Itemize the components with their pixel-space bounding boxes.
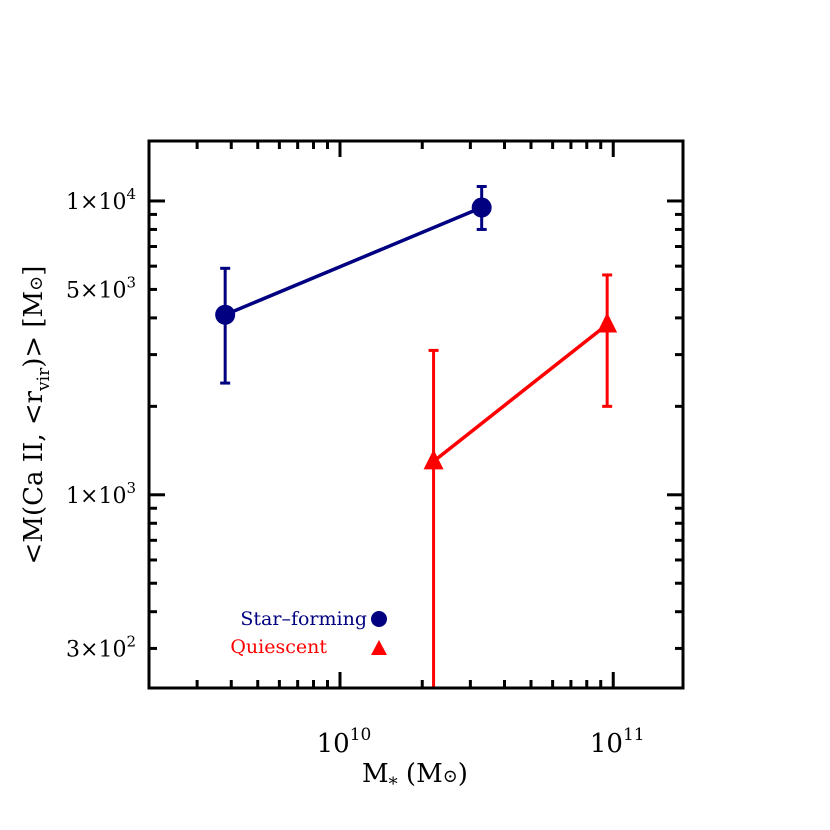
legend-label-quiescent: Quiescent <box>230 636 327 658</box>
series-star-forming <box>215 185 492 385</box>
data-point <box>597 312 618 333</box>
y-tick-label: 1×103 <box>66 479 136 509</box>
data-point <box>215 304 236 325</box>
series-quiescent <box>423 273 618 688</box>
legend-label-star-forming: Star–forming <box>240 608 367 630</box>
plot-frame <box>147 139 685 690</box>
legend-marker-triangle <box>371 640 387 655</box>
y-tick-labels: 1×104 5×103 1×103 3×102 <box>66 185 136 662</box>
x-tick-label: 1010 <box>317 725 372 759</box>
series-line <box>432 323 609 463</box>
legend: Star–forming Quiescent <box>230 608 387 658</box>
data-point <box>423 449 444 470</box>
legend-marker-circle <box>371 611 387 627</box>
x-axis-title: M* (M⊙) <box>362 759 468 795</box>
series-layer <box>215 185 618 688</box>
tick-marks <box>149 141 683 688</box>
data-point <box>471 197 492 218</box>
y-tick-label: 1×104 <box>66 185 136 215</box>
series-line <box>224 205 483 317</box>
y-tick-label: 5×103 <box>66 273 136 303</box>
y-tick-label: 3×102 <box>66 632 136 662</box>
x-tick-labels: 1010 1011 <box>317 725 645 759</box>
x-tick-label: 1011 <box>590 725 645 759</box>
y-axis-title: <M(Ca II, <rvir)> [M⊙] <box>19 266 54 565</box>
